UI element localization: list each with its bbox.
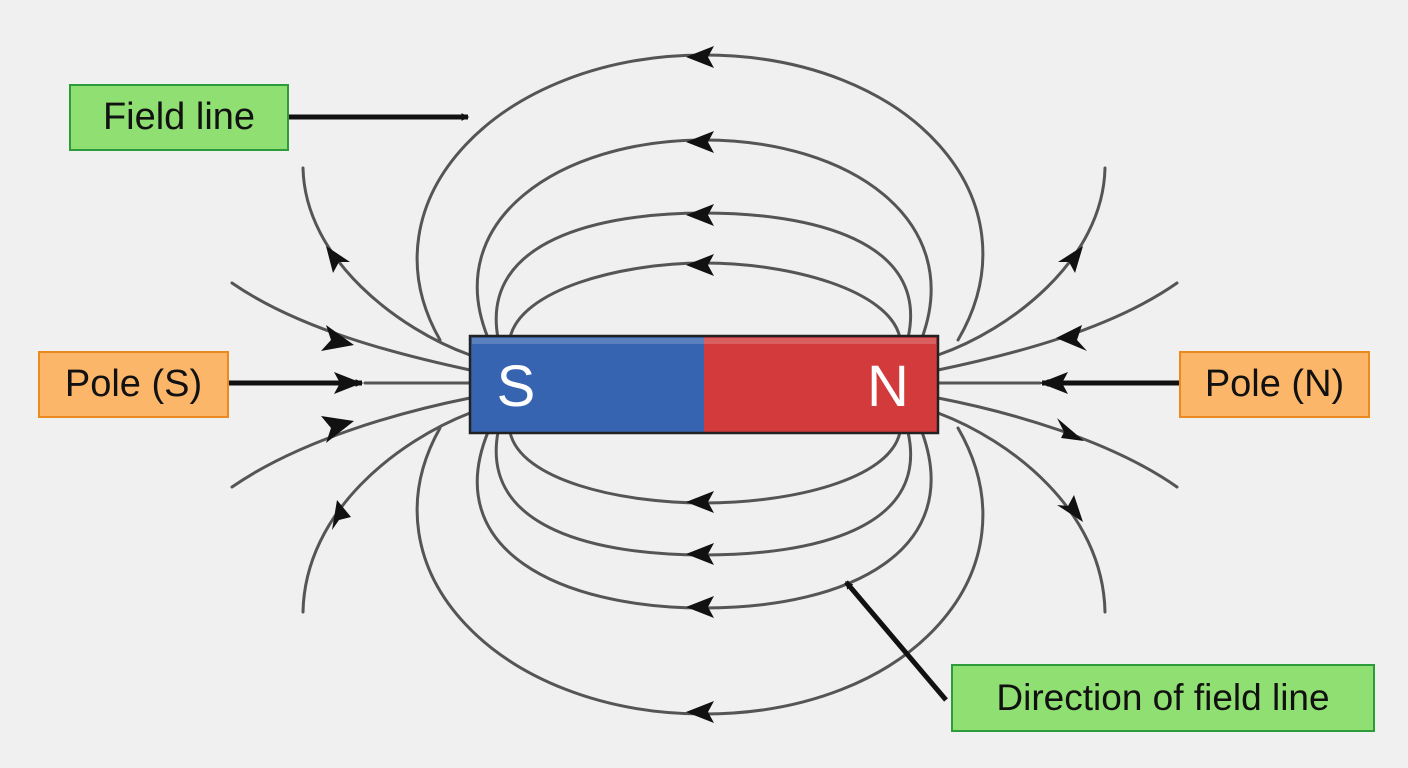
field-line-top-1 bbox=[415, 53, 985, 342]
arrowhead-bottom-4 bbox=[686, 491, 714, 513]
field-line-bottom-4 bbox=[508, 430, 902, 505]
pole-n-label: Pole (N) bbox=[1179, 351, 1370, 418]
arrowhead-right-lower-2 bbox=[1057, 418, 1084, 441]
field-line-label: Field line bbox=[69, 84, 289, 151]
magnet-north-half bbox=[704, 336, 938, 433]
arrowhead-bottom-1 bbox=[686, 701, 714, 723]
field-line-right-upper-1 bbox=[936, 166, 1107, 357]
magnet-top-highlight bbox=[472, 338, 936, 344]
arrowhead-top-1 bbox=[686, 46, 714, 68]
field-line-left-upper-1 bbox=[301, 166, 472, 357]
field-line-left-lower-2 bbox=[230, 396, 472, 489]
field-line-bottom-1 bbox=[415, 426, 985, 716]
direction-of-field-line-label: Direction of field line bbox=[951, 664, 1375, 732]
field-line-left-lower-1 bbox=[301, 411, 472, 614]
arrowhead-top-4 bbox=[686, 254, 714, 276]
arrowhead-right-lower-1 bbox=[1057, 495, 1083, 522]
arrowhead-right-upper-2 bbox=[1056, 325, 1087, 351]
field-line-right-lower-2 bbox=[936, 396, 1179, 489]
field-line-right-lower-1 bbox=[936, 411, 1107, 614]
field-line-bottom-2 bbox=[475, 430, 933, 610]
field-line-bottom-3 bbox=[494, 430, 912, 557]
callout-arrows bbox=[229, 113, 1179, 702]
arrowhead-right-upper-1 bbox=[1058, 246, 1083, 273]
arrowhead-left-upper-2 bbox=[321, 325, 354, 351]
field-line-left-upper-2 bbox=[230, 281, 472, 372]
field-arrowheads bbox=[321, 46, 1087, 723]
arrowhead-bottom-2 bbox=[686, 596, 714, 618]
pole-s-label: Pole (S) bbox=[38, 351, 229, 418]
magnet-outline bbox=[468, 334, 940, 435]
field-line-top-4 bbox=[508, 261, 902, 340]
arrowhead-left-lower-1 bbox=[332, 500, 351, 530]
field-line-right-upper-2 bbox=[936, 281, 1179, 372]
south-pole-letter: S bbox=[497, 354, 536, 419]
arrowhead-left-lower-2 bbox=[321, 416, 354, 443]
arrowhead-top-2 bbox=[686, 131, 714, 153]
field-line-top-3 bbox=[494, 211, 912, 340]
arrowhead-bottom-3 bbox=[686, 543, 714, 565]
arrowhead-top-3 bbox=[686, 204, 714, 226]
arrowhead-left-upper-1 bbox=[326, 246, 350, 273]
magnet-south-half bbox=[470, 336, 704, 433]
direction-callout-arrow bbox=[844, 580, 948, 702]
north-pole-letter: N bbox=[867, 354, 909, 419]
bar-magnet: S N bbox=[468, 334, 940, 435]
field-line-top-2 bbox=[475, 138, 933, 340]
